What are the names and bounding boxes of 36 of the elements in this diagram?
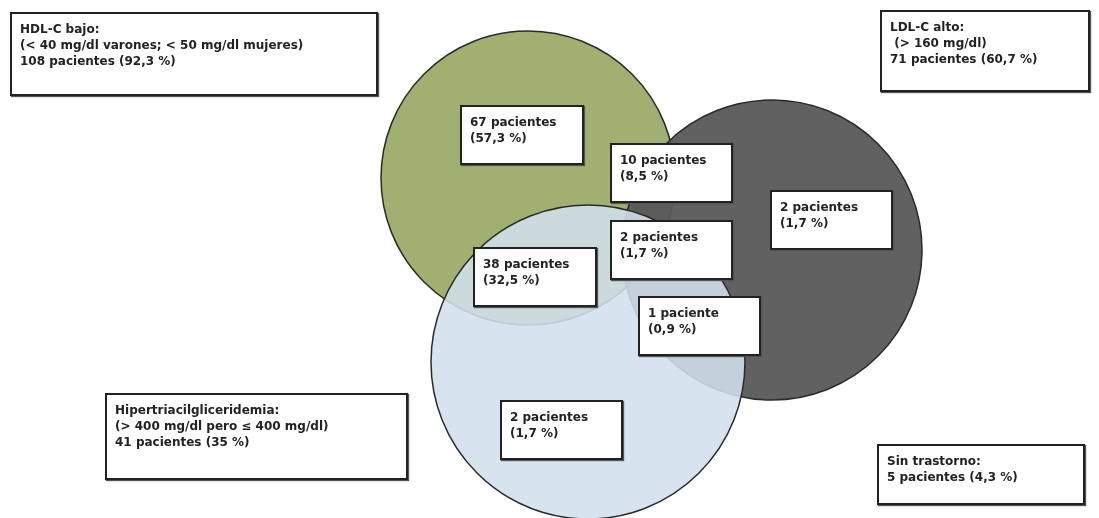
box-text: (1,7 %)	[620, 245, 670, 261]
label-box	[877, 444, 1085, 505]
box-text: 2 pacientes	[620, 229, 700, 245]
box-text: Hipertriacilgliceridemia:	[115, 402, 281, 418]
label-box	[610, 143, 733, 203]
box-text: LDL-C alto:	[890, 19, 966, 35]
label-box	[10, 12, 378, 96]
label-box	[105, 393, 408, 480]
box-text: 2 pacientes	[510, 409, 590, 425]
label-box	[473, 247, 597, 307]
box-text: HDL-C bajo:	[20, 21, 101, 37]
box-text: (> 160 mg/dl)	[893, 35, 988, 51]
box-text: 67 pacientes	[470, 114, 558, 130]
box-text: (8,5 %)	[620, 168, 670, 184]
box-text: Sin trastorno:	[887, 453, 982, 469]
box-text: (1,7 %)	[780, 215, 830, 231]
box-text: 5 pacientes (4,3 %)	[887, 469, 1019, 485]
box-text: 1 paciente	[648, 305, 720, 321]
box-text: (57,3 %)	[470, 130, 528, 146]
box-text: 108 pacientes (92,3 %)	[20, 53, 177, 69]
label-box	[610, 220, 733, 280]
box-text: 10 pacientes	[620, 152, 708, 168]
label-box	[500, 400, 623, 460]
box-text: (< 40 mg/dl varones; < 50 mg/dl mujeres)	[20, 37, 305, 53]
box-text: (> 400 mg/dl pero ≤ 400 mg/dl)	[115, 418, 330, 434]
box-text: 71 pacientes (60,7 %)	[890, 51, 1039, 67]
box-text: 41 pacientes (35 %)	[115, 434, 251, 450]
box-text: (1,7 %)	[510, 425, 560, 441]
box-text: (32,5 %)	[483, 272, 541, 288]
label-box	[880, 10, 1090, 92]
box-text: (0,9 %)	[648, 321, 698, 337]
box-text: 38 pacientes	[483, 256, 571, 272]
label-box	[770, 190, 893, 250]
label-box	[638, 296, 761, 356]
box-text: 2 pacientes	[780, 199, 860, 215]
label-box	[460, 105, 584, 165]
